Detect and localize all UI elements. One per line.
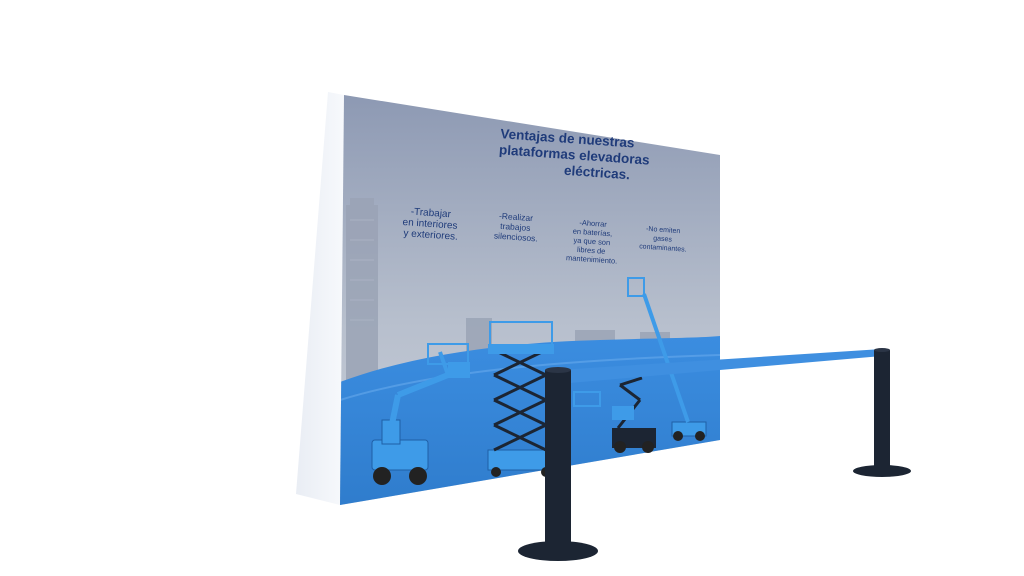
compact-boom-lift-icon: [573, 376, 656, 453]
benefit-line: en baterías,: [572, 227, 612, 239]
scissor-lift-icon: [487, 321, 555, 477]
telescopic-boom-lift-icon: [627, 277, 707, 441]
barrier-belt: [558, 349, 882, 384]
benefit-2: -Realizar trabajos silenciosos.: [494, 210, 540, 243]
benefit-line: trabajos: [500, 221, 531, 233]
articulating-boom-lift-icon: [371, 343, 470, 485]
benefit-1: -Trabajar en interiores y exteriores.: [401, 206, 461, 243]
benefit-line: ya que son: [573, 236, 610, 248]
benefit-line: -Realizar: [499, 211, 534, 223]
stanchion-far: [853, 348, 911, 477]
banner-side-panel: [296, 92, 344, 505]
title-line: eléctricas.: [564, 163, 631, 183]
benefit-line: en interiores: [402, 217, 458, 232]
retractable-belt-stanchion-icon: [518, 348, 911, 561]
stanchion-near: [518, 367, 598, 561]
benefit-line: silenciosos.: [494, 230, 539, 243]
benefit-line: -Trabajar: [410, 207, 452, 221]
benefit-line: gases: [653, 235, 673, 243]
benefit-line: -No emiten: [646, 226, 681, 235]
benefit-3: -Ahorrar en baterías, ya que son libres …: [566, 217, 620, 265]
banner-wall: Ventajas de nuestras plataformas elevado…: [296, 92, 720, 505]
benefit-line: mantenimiento.: [566, 253, 618, 266]
banner-title: Ventajas de nuestras plataformas elevado…: [497, 126, 654, 184]
benefit-line: libres de: [577, 245, 606, 256]
benefit-line: y exteriores.: [403, 228, 458, 243]
benefit-line: contaminantes.: [639, 243, 687, 253]
benefit-4: -No emiten gases contaminantes.: [639, 225, 688, 253]
benefit-line: -Ahorrar: [579, 218, 608, 229]
